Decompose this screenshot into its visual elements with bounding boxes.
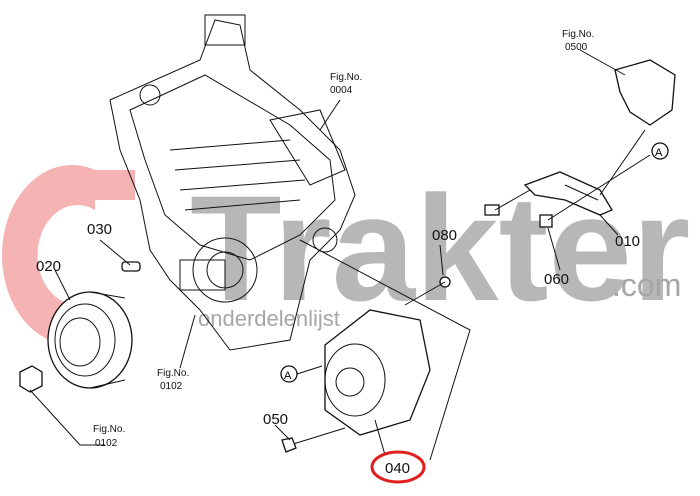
reference-mark-circle bbox=[651, 142, 669, 160]
reference-arrow bbox=[296, 365, 323, 375]
part-label-050[interactable]: 050 bbox=[263, 411, 288, 428]
bracket-drawing bbox=[484, 59, 676, 228]
fig-ref-number: 0102 bbox=[95, 438, 118, 449]
watermark-suffix: .com bbox=[612, 267, 681, 303]
alternator-drawing bbox=[281, 239, 471, 461]
fig-ref-label: Fig.No. bbox=[157, 368, 189, 379]
fig-ref-number: 0004 bbox=[330, 85, 353, 96]
reference-mark-a: A bbox=[655, 147, 663, 159]
leader-lines bbox=[29, 49, 626, 456]
watermark-tagline: onderdelenlijst bbox=[198, 306, 340, 331]
part-label-010[interactable]: 010 bbox=[615, 233, 640, 250]
highlight-circle bbox=[370, 450, 426, 484]
gear-case-drawing bbox=[109, 14, 356, 351]
part-label-020[interactable]: 020 bbox=[36, 258, 61, 275]
part-label-030[interactable]: 030 bbox=[87, 221, 112, 238]
reference-mark-a: A bbox=[284, 370, 292, 382]
fig-ref-number: 0102 bbox=[160, 381, 183, 392]
part-label-040[interactable]: 040 bbox=[385, 460, 410, 477]
fig-ref-number: 0500 bbox=[565, 42, 588, 53]
fig-ref-label: Fig.No. bbox=[330, 72, 362, 83]
crank-pulley-drawing bbox=[19, 261, 141, 393]
fig-ref-label: Fig.No. bbox=[93, 424, 125, 435]
part-label-080[interactable]: 080 bbox=[432, 227, 457, 244]
part-label-060[interactable]: 060 bbox=[544, 271, 569, 288]
fig-ref-label: Fig.No. bbox=[562, 29, 594, 40]
